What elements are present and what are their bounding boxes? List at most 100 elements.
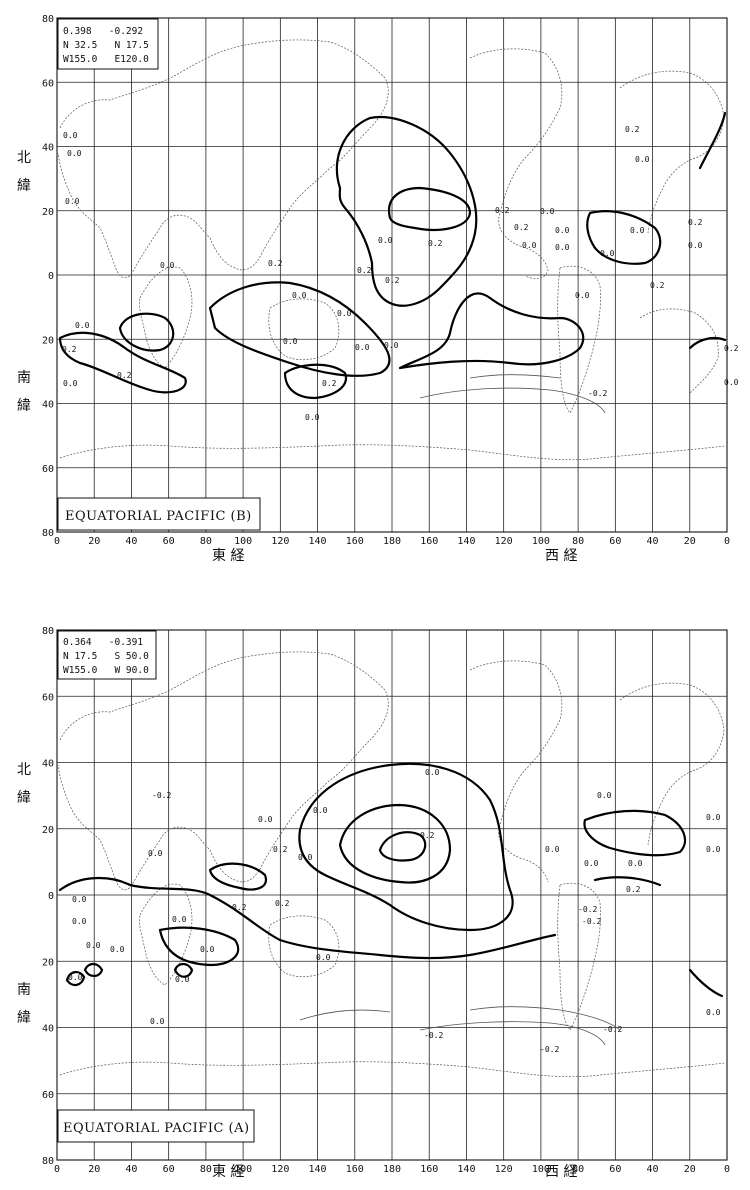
info-line: W155.0 E120.0 — [63, 54, 149, 65]
longitude-tick-label: 0 — [54, 1164, 60, 1175]
contour-label: 0.0 — [425, 768, 440, 777]
latitude-tick-label: 80 — [42, 626, 54, 637]
contour-label: 0.0 — [298, 853, 313, 862]
north-label-2: 緯 — [17, 790, 31, 806]
longitude-tick-label: 120 — [271, 1164, 289, 1175]
longitude-tick-label: 140 — [309, 1164, 327, 1175]
contour-label: 0.0 — [378, 236, 393, 245]
panel-title: EQUATORIAL PACIFIC (B) — [65, 509, 252, 524]
contour-label: -0.2 — [603, 1025, 622, 1034]
contour-label: 0.0 — [316, 953, 331, 962]
contour-label: 0.0 — [258, 815, 273, 824]
longitude-tick-label: 100 — [532, 536, 550, 547]
contour-label: 0.0 — [150, 1017, 165, 1026]
west-longitude-label: 西 経 — [545, 548, 577, 564]
graticule — [57, 18, 727, 532]
longitude-tick-label: 160 — [420, 536, 438, 547]
contour-lines — [58, 111, 727, 414]
latitude-tick-label: 60 — [42, 1090, 54, 1101]
contour-label: 0.0 — [172, 915, 187, 924]
info-line: N 17.5 S 50.0 — [63, 651, 149, 662]
contour-label: 0.2 — [62, 345, 77, 354]
contour-label: 0.0 — [337, 309, 352, 318]
contour-label: 0.2 — [688, 218, 703, 227]
north-label-1: 北 — [17, 762, 31, 778]
contour-label: 0.0 — [706, 845, 721, 854]
contour-label: 0.0 — [630, 226, 645, 235]
longitude-tick-label: 40 — [647, 1164, 659, 1175]
contour-label: 0.0 — [635, 155, 650, 164]
extrema-info-box: 0.364 -0.391 N 17.5 S 50.0 W155.0 W 90.0 — [57, 630, 157, 680]
contour-label: 0.0 — [63, 131, 78, 140]
latitude-tick-label: 20 — [42, 825, 54, 836]
contour-label: 0.2 — [357, 266, 372, 275]
contour-label: 0.2 — [322, 379, 337, 388]
north-label-1: 北 — [17, 150, 31, 166]
south-label-2: 緯 — [17, 1010, 31, 1026]
north-label-2: 緯 — [17, 178, 31, 194]
longitude-tick-label: 60 — [163, 1164, 175, 1175]
south-label-2: 緯 — [17, 398, 31, 414]
contour-label: 0.2 — [385, 276, 400, 285]
contour-label: 0.0 — [75, 321, 90, 330]
latitude-tick-label: 60 — [42, 78, 54, 89]
contour-label: -0.2 — [588, 389, 607, 398]
contour-label: 0.0 — [600, 249, 615, 258]
contour-label: 0.2 — [626, 885, 641, 894]
longitude-tick-label: 180 — [383, 1164, 401, 1175]
contour-label: 0.0 — [200, 945, 215, 954]
contour-label: 0.0 — [540, 207, 555, 216]
contour-label: 0.0 — [555, 226, 570, 235]
longitude-tick-label: 20 — [88, 1164, 100, 1175]
contour-lines — [58, 762, 724, 1046]
contour-label: 0.0 — [355, 343, 370, 352]
contour-label: 0.0 — [522, 241, 537, 250]
contour-value-labels: 0.0 0.0 0.0 0.2 0.0 0.0 0.2 0.2 0.2 0.0 … — [62, 125, 739, 422]
south-label-1: 南 — [17, 982, 31, 998]
contour-label: 0.2 — [514, 223, 529, 232]
contour-label: 0.2 — [724, 344, 739, 353]
latitude-tick-label: 40 — [42, 400, 54, 411]
latitude-tick-label: 60 — [42, 692, 54, 703]
longitude-tick-label: 40 — [647, 536, 659, 547]
longitude-tick-label: 120 — [495, 1164, 513, 1175]
latitude-tick-label: 40 — [42, 143, 54, 154]
contour-label: 0.2 — [495, 206, 510, 215]
graticule — [57, 630, 727, 1160]
longitude-tick-label: 100 — [532, 1164, 550, 1175]
longitude-tick-label: 80 — [200, 536, 212, 547]
contour-label: 0.0 — [160, 261, 175, 270]
contour-label: 0.0 — [148, 849, 163, 858]
contour-label: 0.2 — [650, 281, 665, 290]
longitude-tick-label: 40 — [125, 536, 137, 547]
contour-label: 0.0 — [313, 806, 328, 815]
longitude-tick-label: 140 — [457, 536, 475, 547]
longitude-tick-label: 60 — [609, 536, 621, 547]
contour-label: 0.0 — [72, 895, 87, 904]
contour-label: 0.0 — [628, 859, 643, 868]
contour-value-labels: -0.2 0.0 0.0 0.0 0.0 0.0 0.0 0.0 0.0 0.0… — [68, 768, 721, 1054]
contour-label: 0.2 — [232, 903, 247, 912]
east-longitude-label: 東 経 — [212, 1164, 244, 1180]
longitude-tick-label: 140 — [309, 536, 327, 547]
contour-label: -0.2 — [540, 1045, 559, 1054]
latitude-tick-label: 40 — [42, 759, 54, 770]
longitude-tick-label: 140 — [457, 1164, 475, 1175]
coastlines — [57, 651, 726, 1078]
contour-label: 0.0 — [65, 197, 80, 206]
contour-label: 0.0 — [555, 243, 570, 252]
info-line: 0.398 -0.292 — [63, 26, 143, 37]
latitude-tick-label: 20 — [42, 207, 54, 218]
contour-label: 0.0 — [86, 941, 101, 950]
contour-label: 0.2 — [428, 239, 443, 248]
contour-label: -0.2 — [152, 791, 171, 800]
coastlines — [57, 39, 726, 461]
panel-title: EQUATORIAL PACIFIC (A) — [63, 1121, 250, 1136]
contour-label: 0.0 — [72, 917, 87, 926]
contour-label: 0.0 — [63, 379, 78, 388]
latitude-tick-label: 20 — [42, 335, 54, 346]
longitude-tick-label: 120 — [495, 536, 513, 547]
contour-label: 0.0 — [305, 413, 320, 422]
